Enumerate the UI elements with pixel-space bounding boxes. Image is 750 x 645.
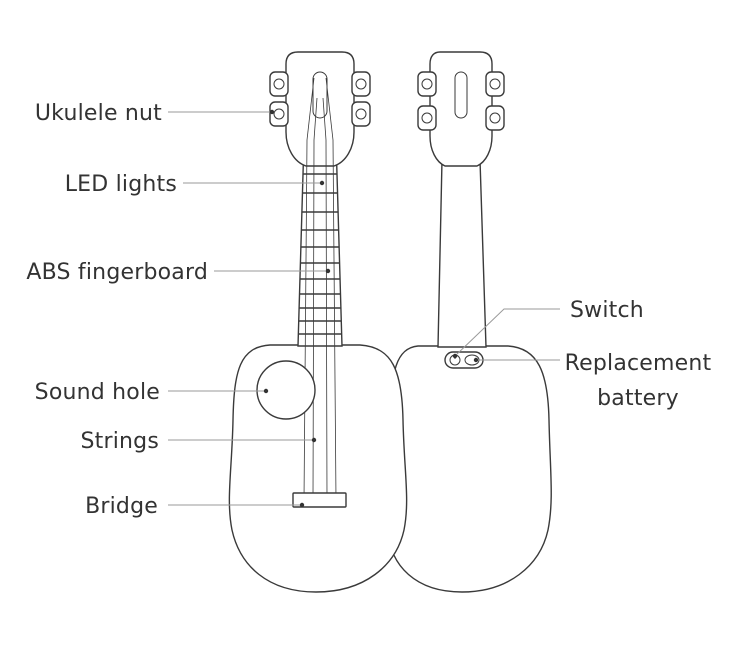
label-switch: Switch xyxy=(570,298,644,323)
front-headstock-slot xyxy=(312,71,328,119)
label-replacement-battery-line2: battery xyxy=(597,386,679,411)
label-led-lights: LED lights xyxy=(65,172,177,197)
label-strings: Strings xyxy=(80,429,159,454)
ukulele-front-view xyxy=(228,51,408,593)
callout-leaders xyxy=(168,109,560,508)
back-headstock-slot xyxy=(454,71,468,119)
label-replacement-battery-line1: Replacement xyxy=(565,351,712,376)
back-body xyxy=(386,345,552,593)
front-neck xyxy=(297,139,343,347)
label-abs-fingerboard: ABS fingerboard xyxy=(26,260,208,285)
back-headstock xyxy=(429,51,493,167)
back-tuning-pegs xyxy=(417,71,505,131)
label-bridge: Bridge xyxy=(85,494,158,519)
front-headstock xyxy=(285,51,355,167)
ukulele-back-view xyxy=(386,51,552,593)
sound-hole xyxy=(256,360,316,420)
front-body xyxy=(228,344,408,593)
front-tuning-pegs xyxy=(269,71,371,127)
back-neck xyxy=(437,159,487,348)
bridge xyxy=(292,492,347,508)
callout-labels: Ukulele nut LED lights ABS fingerboard S… xyxy=(26,101,711,519)
label-ukulele-nut: Ukulele nut xyxy=(35,101,162,126)
label-sound-hole: Sound hole xyxy=(35,380,160,405)
